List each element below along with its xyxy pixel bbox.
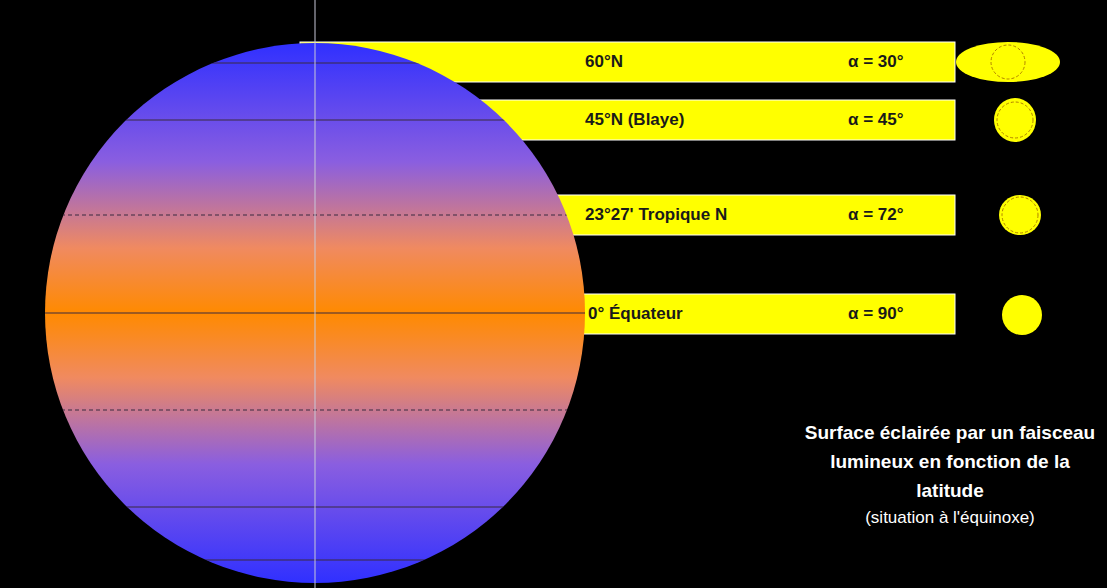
latitude-label: 0° Équateur bbox=[588, 304, 683, 324]
caption: Surface éclairée par un faisceau lumineu… bbox=[800, 418, 1100, 505]
light-beam-band: 23°27' Tropique N α = 72° bbox=[580, 195, 955, 235]
angle-label: α = 72° bbox=[848, 205, 904, 225]
angle-label: α = 30° bbox=[848, 52, 904, 72]
latitude-label: 45°N (Blaye) bbox=[585, 110, 684, 130]
note-label: (situation à l'équinoxe) bbox=[800, 505, 1100, 531]
angle-label: α = 90° bbox=[848, 304, 904, 324]
light-beam-band: 0° Équateur α = 90° bbox=[588, 294, 955, 334]
light-beam-band: 60°N α = 30° bbox=[560, 42, 955, 82]
light-beam-band: 45°N (Blaye) α = 45° bbox=[560, 100, 955, 140]
angle-label: α = 45° bbox=[848, 110, 904, 130]
latitude-label: 23°27' Tropique N bbox=[585, 205, 727, 225]
caption-block: Surface éclairée par un faisceau lumineu… bbox=[800, 418, 1100, 531]
latitude-label: 60°N bbox=[585, 52, 623, 72]
